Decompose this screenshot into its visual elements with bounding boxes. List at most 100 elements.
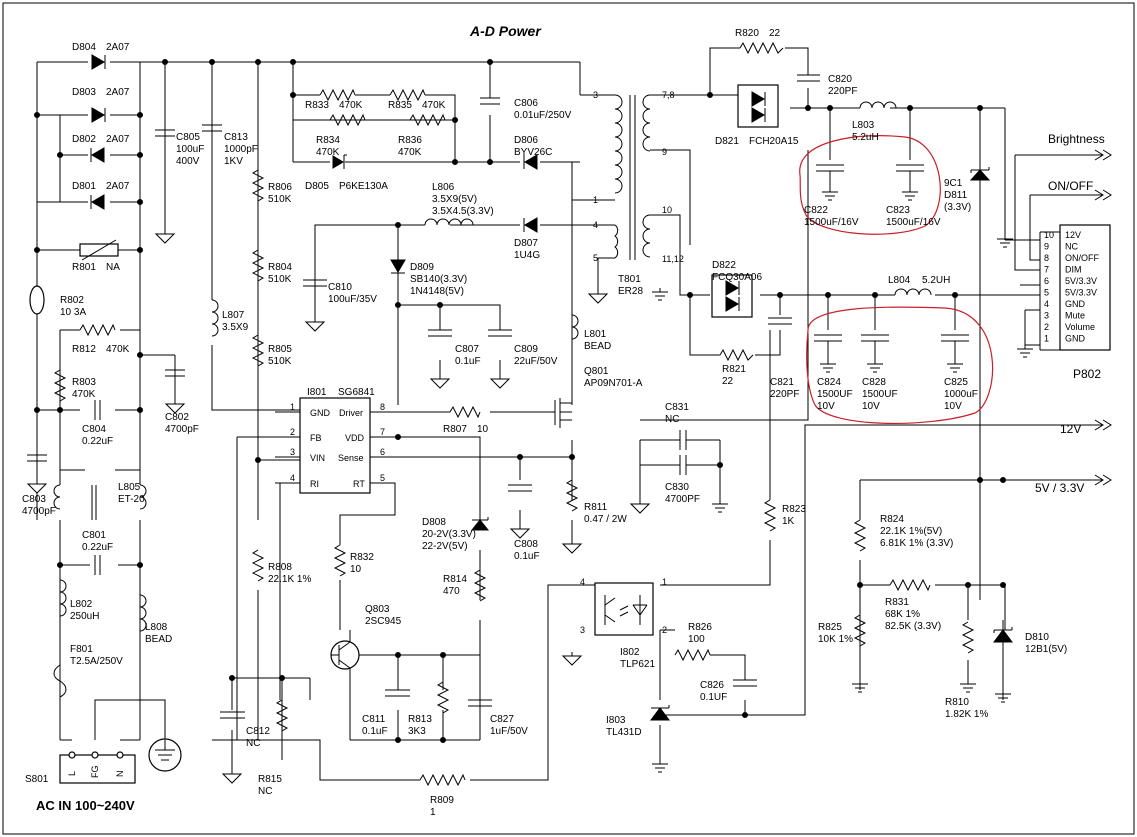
label-c808-value1: 0.1uF — [514, 551, 540, 562]
ic-pin-fb: FB — [310, 433, 322, 443]
p802-pin-num: 7 — [1044, 265, 1049, 275]
label-c801-ref: C801 — [82, 530, 106, 541]
label-r831-value1: 68K 1% — [885, 609, 920, 620]
label-r812-value1: 470K — [106, 344, 130, 355]
label-d807-value1: 1U4G — [514, 250, 540, 261]
label-d803-ref: D803 — [72, 87, 96, 98]
label-r813-ref: R813 — [408, 714, 432, 725]
label-r808-value1: 22.1K 1% — [268, 574, 311, 585]
label-r803-ref: R803 — [72, 377, 96, 388]
label-r836-value1: 470K — [398, 147, 422, 158]
label-d810-value1: 12B1(5V) — [1025, 644, 1067, 655]
resistor-symbols — [53, 41, 975, 787]
label-r806-value1: 510K — [268, 194, 292, 205]
p802-pin-name: 5V/3.3V — [1065, 288, 1097, 298]
label-r802-value1: 10 3A — [60, 307, 86, 318]
label-r801-ref: R801 — [72, 262, 96, 273]
label-c806-value1: 0.01uF/250V — [514, 110, 572, 121]
label-i802-value1: TLP621 — [620, 659, 655, 670]
label-c826-ref: C826 — [700, 680, 724, 691]
label-d804-ref: D804 — [72, 42, 96, 53]
connector-s801 — [59, 751, 136, 784]
label-d803-value1: 2A07 — [106, 87, 130, 98]
label-c805-value1: 100uF — [176, 144, 204, 155]
label-r802-ref: R802 — [60, 295, 84, 306]
fuse-f801 — [53, 664, 67, 698]
transformer-part: ER28 — [618, 286, 643, 297]
label-l803-ref: L803 — [852, 120, 875, 131]
label-d805-ref: D805 — [305, 181, 329, 192]
label-l803-value1: 5.2uH — [852, 132, 879, 143]
label-l808-ref: L808 — [145, 622, 168, 633]
opto-pin-2: 2 — [662, 625, 667, 635]
label-c803-value1: 4700pF — [22, 506, 56, 517]
fuse-r802 — [29, 285, 45, 315]
label-d822-value1: FCQ30A06 — [712, 272, 762, 283]
label-c801-value1: 0.22uF — [82, 542, 113, 553]
label-r832-value1: 10 — [350, 564, 362, 575]
ic-pin-num-6: 6 — [380, 447, 385, 457]
p802-pin-name: 5V/3.3V — [1065, 276, 1097, 286]
transformer-pin-11-12: 11,12 — [662, 254, 684, 264]
label-c820-value1: 220PF — [828, 86, 857, 97]
label-r821-value1: 22 — [722, 376, 734, 387]
s801-pin-fg: FG — [90, 766, 100, 779]
ac-input-label: AC IN 100~240V — [36, 798, 135, 813]
label-r833-ref: R833 — [305, 100, 329, 111]
p802-pin-name: 12V — [1065, 230, 1081, 240]
label-c802-value1: 4700pF — [165, 424, 199, 435]
label-f801-ref: F801 — [70, 644, 93, 655]
label-d806-value1: BYV26C — [514, 147, 552, 158]
opto-i802 — [594, 582, 654, 636]
label-l801-value1: BEAD — [584, 341, 611, 352]
label-d809-ref: D809 — [410, 262, 434, 273]
label-r834-value1: 470K — [316, 147, 340, 158]
net-label-12v: 12V — [1060, 422, 1081, 436]
ic-pin-num-4: 4 — [290, 473, 295, 483]
ic-pin-num-7: 7 — [380, 427, 385, 437]
label-c823-ref: C823 — [886, 205, 910, 216]
label-c821-ref: C821 — [770, 377, 794, 388]
label-i802-ref: I802 — [620, 647, 640, 658]
transformer-pin-7-8: 7,8 — [662, 90, 675, 100]
label-r807-ref: R807 — [443, 424, 467, 435]
label-r810-ref: R810 — [945, 697, 969, 708]
p802-pin-name: Volume — [1065, 322, 1095, 332]
label-c805-value2: 400V — [176, 156, 200, 167]
label-d802-ref: D802 — [72, 134, 96, 145]
label-l805-value1: ET-20 — [118, 494, 145, 505]
label-c804-value1: 0.22uF — [82, 436, 113, 447]
label-c812-value1: NC — [246, 738, 260, 749]
label-c810-value1: 100uF/35V — [328, 294, 377, 305]
p802-pin-num: 9 — [1044, 242, 1049, 252]
red-annotation-circles — [799, 135, 994, 424]
label-c821-value1: 220PF — [770, 389, 799, 400]
p802-pin-num: 6 — [1044, 276, 1049, 286]
label-c825-value1: 1000uF — [944, 389, 978, 400]
ic-part: SG6841 — [338, 387, 375, 398]
label-d801-value1: 2A07 — [106, 181, 130, 192]
ic-pin-num-3: 3 — [290, 447, 295, 457]
label-c820-ref: C820 — [828, 74, 852, 85]
label-r824-value2: 6.81K 1% (3.3V) — [880, 538, 953, 549]
ic-pin-num-5: 5 — [380, 473, 385, 483]
label-c806-ref: C806 — [514, 98, 538, 109]
label-c810-ref: C810 — [328, 282, 352, 293]
ic-pin-vdd: VDD — [345, 433, 365, 443]
label-l802-value1: 250uH — [70, 611, 99, 622]
label-c825-ref: C825 — [944, 377, 968, 388]
label-d808-ref: D808 — [422, 517, 446, 528]
label-d807-ref: D807 — [514, 238, 538, 249]
label-c823-value1: 1500uF/16V — [886, 217, 941, 228]
label-l808-value1: BEAD — [145, 634, 172, 645]
p802-pin-name: GND — [1065, 299, 1086, 309]
thermistor-r801 — [79, 239, 119, 261]
label-c824-value2: 10V — [817, 401, 835, 412]
label-c811-value1: 0.1uF — [362, 726, 388, 737]
label-r803-value1: 470K — [72, 389, 96, 400]
label-c828-value1: 1500UF — [862, 389, 898, 400]
label-c828-ref: C828 — [862, 377, 886, 388]
label-c831-value1: NC — [665, 414, 679, 425]
label-r810-value1: 1.82K 1% — [945, 709, 988, 720]
